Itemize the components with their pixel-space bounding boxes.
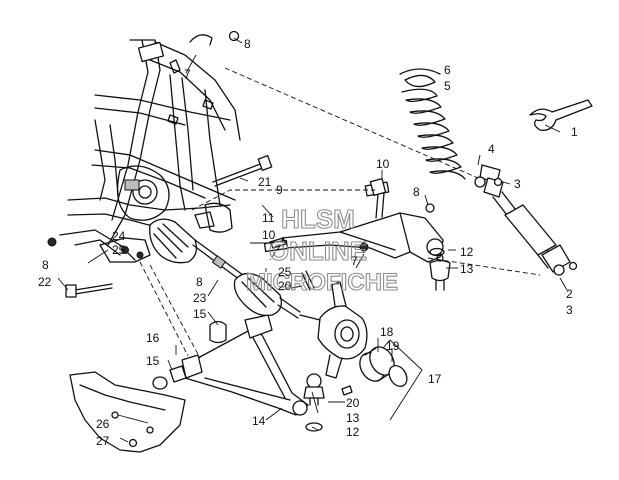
shock-absorber-assembly [399,68,578,276]
watermark-line-3: MICROFICHE [246,269,398,296]
callout-3-top: 3 [514,177,521,191]
callout-20-top: 20 [278,279,292,293]
callout-8-right: 8 [413,185,420,199]
callout-15-top: 15 [193,307,207,321]
callout-11: 11 [262,211,275,225]
bolts [47,30,444,448]
callout-10-left: 10 [262,228,276,242]
callout-labels: 8 7 6 5 1 4 3 10 21 9 8 11 10 24 25 12 7… [38,37,578,448]
callout-12-bottom: 12 [346,425,360,439]
cv-axle [149,218,301,319]
lower-a-arm [181,314,309,416]
watermark-line-1: HLSM [281,204,355,234]
watermark: HLSM ONLINE MICROFICHE [245,203,398,296]
callout-24: 24 [112,229,126,243]
callout-14: 14 [252,414,266,428]
skid-plate [69,371,186,453]
callout-22: 22 [38,275,52,289]
lower-ball-joint [303,373,325,406]
callout-3-bottom: 3 [566,303,573,317]
callout-12-top: 12 [460,245,474,259]
callout-7-top: 7 [184,67,191,81]
callout-17: 17 [428,372,442,386]
callout-27: 27 [96,434,110,448]
frame [59,39,241,263]
coil-spring [401,88,466,180]
leader-lines [57,37,568,443]
callout-19: 19 [386,339,400,353]
upper-ball-joint [429,259,451,291]
callout-8-left: 8 [42,258,49,272]
spanner-wrench [529,99,593,131]
callout-4: 4 [488,142,495,156]
callout-16: 16 [146,331,160,345]
callout-9: 9 [276,183,283,197]
callout-25-left: 25 [112,243,126,257]
callout-21: 21 [258,175,272,189]
callout-18: 18 [380,325,394,339]
callout-25-mid: 25 [278,265,292,279]
callout-23: 23 [193,291,207,305]
steering-knuckle [299,281,368,379]
callout-26: 26 [96,417,110,431]
callout-2-top: 2 [566,287,573,301]
watermark-line-2: ONLINE [269,236,367,266]
callout-6: 6 [444,63,451,77]
callout-13-top: 13 [460,262,474,276]
bushings [152,247,445,432]
callout-5: 5 [444,79,451,93]
callout-15-bottom: 15 [146,354,160,368]
callout-8-mid: 8 [196,275,203,289]
callout-7-mid: 7 [351,254,358,268]
callout-8-top: 8 [244,37,251,51]
callout-1: 1 [571,125,578,139]
callout-10-top: 10 [376,157,390,171]
callout-20-bottom: 20 [346,396,360,410]
callout-13-bottom: 13 [346,411,360,425]
wheel-bearing [359,346,408,387]
